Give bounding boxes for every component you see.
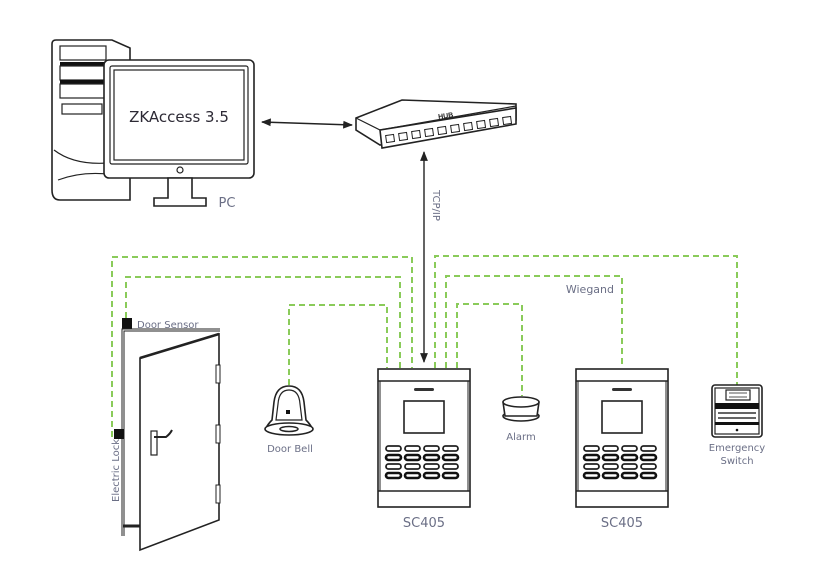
- emergency-switch: Emergency Switch: [709, 384, 765, 467]
- hub-switch: HUB: [355, 99, 517, 149]
- pc-label: PC: [219, 196, 236, 211]
- controller-1-label: SC405: [403, 516, 445, 531]
- pc: ZKAccess 3.5 PC: [51, 39, 255, 211]
- hub-label: HUB: [438, 112, 454, 121]
- door-handle-icon: [150, 429, 173, 456]
- wire-alarm: [456, 303, 523, 396]
- alarm: Alarm: [502, 396, 540, 443]
- wires: [111, 255, 738, 437]
- wire-door-sensor: [125, 276, 401, 368]
- pc-screen-text: ZKAccess 3.5: [129, 108, 229, 126]
- controller-2: SC405: [575, 368, 669, 531]
- wire-door-bell: [288, 304, 388, 385]
- link-pc-hub: [261, 118, 353, 129]
- electric-lock-icon: [114, 429, 124, 439]
- monitor-icon: [103, 59, 255, 207]
- wiegand-label: Wiegand: [566, 283, 614, 296]
- emergency-switch-label-line2: Switch: [720, 456, 753, 467]
- emergency-switch-label-line1: Emergency: [709, 443, 765, 454]
- door-sensor-icon: [122, 318, 132, 330]
- bell-icon: [264, 385, 314, 436]
- door-bell: Door Bell: [264, 385, 314, 455]
- alarm-siren-icon: [502, 396, 540, 422]
- tcpip-label: TCP/IP: [430, 189, 441, 221]
- sc405-device-icon: [377, 368, 471, 508]
- wire-electric-lock: [111, 256, 413, 437]
- wire-wiegand: [445, 275, 623, 368]
- door-sensor-label: Door Sensor: [137, 320, 199, 331]
- door: Door Sensor Electric Lock: [111, 318, 221, 552]
- alarm-label: Alarm: [506, 432, 535, 443]
- electric-lock-label: Electric Lock: [111, 439, 122, 502]
- emergency-switch-icon: [711, 384, 763, 438]
- sc405-device-icon: [575, 368, 669, 508]
- controller-2-label: SC405: [601, 516, 643, 531]
- controller-1: SC405: [377, 368, 471, 531]
- wire-emergency-switch: [434, 255, 738, 385]
- door-bell-label: Door Bell: [267, 444, 313, 455]
- hub-ports: [385, 115, 513, 144]
